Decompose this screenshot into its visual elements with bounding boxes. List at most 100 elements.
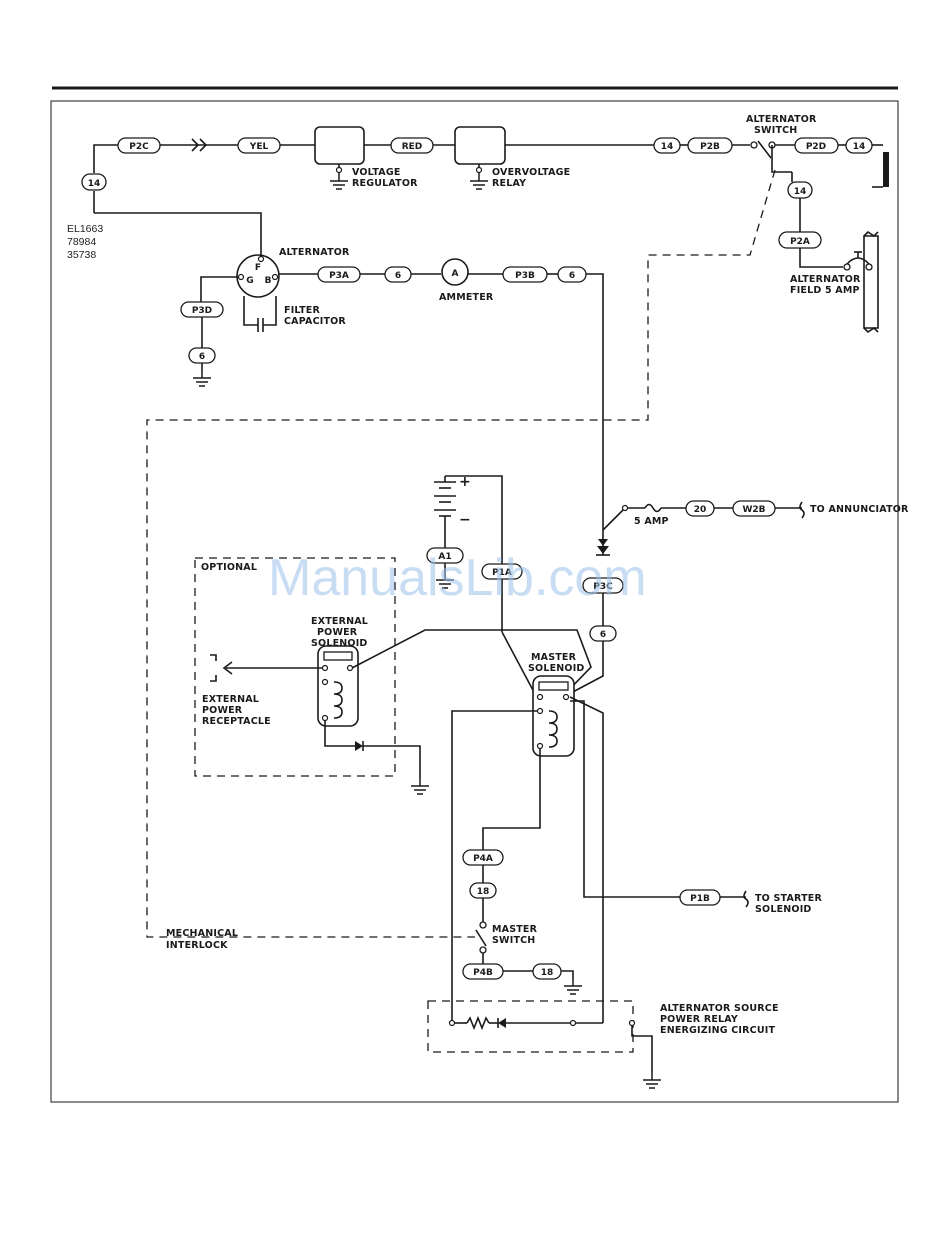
svg-text:14: 14: [88, 179, 101, 189]
wire-tag-p2c: P2C: [117, 137, 161, 154]
relay-energizing-circuit: [448, 1015, 662, 1089]
fuse-5-amp-label: 5 AMP: [634, 516, 669, 527]
wire-tag-6-c: 6: [589, 625, 617, 642]
master-switch-label-1: MASTER: [492, 924, 538, 935]
wire-tag-14-left: 14: [81, 173, 107, 191]
svg-text:A: A: [452, 269, 459, 279]
wire-tag-6-a: 6: [384, 266, 412, 283]
svg-text:P3D: P3D: [192, 306, 212, 316]
top-bus-wiring: [93, 138, 883, 258]
annunciator-diode: [597, 546, 609, 554]
svg-text:14: 14: [661, 142, 674, 152]
to-starter-solenoid-label-2: SOLENOID: [755, 904, 812, 915]
wire-tag-p3a: P3A: [317, 266, 361, 283]
wire-tag-18-b: 18: [532, 963, 562, 980]
svg-text:6: 6: [569, 271, 575, 281]
svg-text:P4A: P4A: [473, 854, 493, 864]
arrow-to-p3c: [598, 539, 608, 546]
alternator-field-resistor: [883, 152, 889, 187]
alternator-label: ALTERNATOR: [279, 247, 350, 258]
external-power-solenoid-label-1: EXTERNAL: [311, 616, 368, 627]
circuit-breaker-panel: [863, 235, 879, 329]
svg-text:20: 20: [694, 505, 707, 515]
filter-capacitor: [243, 296, 277, 332]
alternator-field-label-1: ALTERNATOR: [790, 274, 861, 285]
to-starter-solenoid-label-1: TO STARTER: [755, 893, 822, 904]
alternator-field-label-2: FIELD 5 AMP: [790, 285, 860, 296]
wire-tag-red: RED: [390, 137, 434, 154]
svg-text:6: 6: [600, 630, 606, 640]
voltage-regulator-label-1: VOLTAGE: [352, 167, 401, 178]
mechanical-interlock-label-2: INTERLOCK: [166, 940, 228, 951]
wire-tag-6-gnd: 6: [188, 347, 216, 364]
wire-tag-yel: YEL: [237, 137, 281, 154]
wire-tag-14-field: 14: [787, 181, 813, 199]
svg-text:P2B: P2B: [700, 142, 720, 152]
svg-text:18: 18: [477, 887, 490, 897]
alternator-terminal-f: F: [255, 263, 261, 273]
external-power-receptacle-label-1: EXTERNAL: [202, 694, 259, 705]
fuse-5-amp: [644, 503, 662, 513]
relay-circuit-box: [427, 1000, 634, 1053]
doc-id-1: EL1663: [67, 223, 103, 235]
wire-tag-14-right: 14: [845, 137, 873, 154]
master-switch-label-2: SWITCH: [492, 935, 535, 946]
svg-text:P1A: P1A: [492, 568, 512, 578]
wire-tag-20: 20: [685, 500, 715, 517]
alternator-switch-label-2: SWITCH: [754, 125, 797, 136]
svg-text:P3A: P3A: [329, 271, 349, 281]
alternator-terminal-g: G: [246, 276, 253, 286]
optional-label: OPTIONAL: [201, 562, 257, 573]
wire-tag-p4b: P4B: [462, 963, 504, 980]
to-annunciator-label: TO ANNUNCIATOR: [810, 504, 909, 515]
svg-text:YEL: YEL: [249, 142, 269, 152]
relay-circuit-label-1: ALTERNATOR SOURCE: [660, 1003, 779, 1014]
wire-tag-6-b: 6: [557, 266, 587, 283]
voltage-regulator-label-2: REGULATOR: [352, 178, 418, 189]
svg-text:6: 6: [199, 352, 205, 362]
svg-text:P3B: P3B: [515, 271, 535, 281]
wire-tag-18-a: 18: [469, 882, 497, 899]
overvoltage-relay-label-2: RELAY: [492, 178, 526, 189]
mechanical-interlock-link: [146, 169, 776, 938]
power-bus: [351, 629, 592, 695]
overvoltage-relay: [454, 126, 506, 190]
ammeter: A: [441, 258, 469, 286]
battery-minus-sign: −: [459, 512, 471, 528]
wire-tag-w2b: W2B: [732, 500, 776, 517]
ammeter-label: AMMETER: [439, 292, 494, 303]
wire-tag-p1a: P1A: [481, 563, 523, 580]
svg-text:P2D: P2D: [806, 142, 826, 152]
master-solenoid-label-2: SOLENOID: [528, 663, 585, 674]
watermark: ManualsLib.com: [268, 549, 647, 607]
external-power-solenoid-label-2: POWER: [317, 627, 358, 638]
field-wire-link: [771, 145, 792, 173]
battery: [434, 476, 456, 548]
svg-text:A1: A1: [438, 552, 451, 562]
svg-text:14: 14: [794, 187, 807, 197]
external-power-solenoid: [317, 645, 359, 727]
filter-capacitor-label-1: FILTER: [284, 305, 320, 316]
wire-tag-p3d: P3D: [180, 301, 224, 318]
alternator: F G B: [236, 254, 280, 298]
svg-text:RED: RED: [402, 142, 423, 152]
master-solenoid-label-1: MASTER: [531, 652, 577, 663]
alternator-terminal-b: B: [265, 276, 272, 286]
wire-tag-p1b: P1B: [679, 889, 721, 906]
wire-tag-p2d: P2D: [794, 137, 839, 154]
wire-tag-p4a: P4A: [462, 849, 504, 866]
external-power-solenoid-label-3: SOLENOID: [311, 638, 368, 649]
alternator-field-breaker: [843, 251, 873, 271]
svg-text:18: 18: [541, 968, 554, 978]
svg-text:14: 14: [853, 142, 866, 152]
relay-circuit-label-2: POWER RELAY: [660, 1014, 738, 1025]
mechanical-interlock-label-1: MECHANICAL: [166, 928, 238, 939]
ext-solenoid-diode: [355, 741, 363, 751]
svg-text:P2C: P2C: [129, 142, 149, 152]
external-power-receptacle-label-2: POWER: [202, 705, 243, 716]
svg-text:W2B: W2B: [742, 505, 765, 515]
master-solenoid: [532, 675, 575, 757]
optional-box: [194, 557, 396, 777]
